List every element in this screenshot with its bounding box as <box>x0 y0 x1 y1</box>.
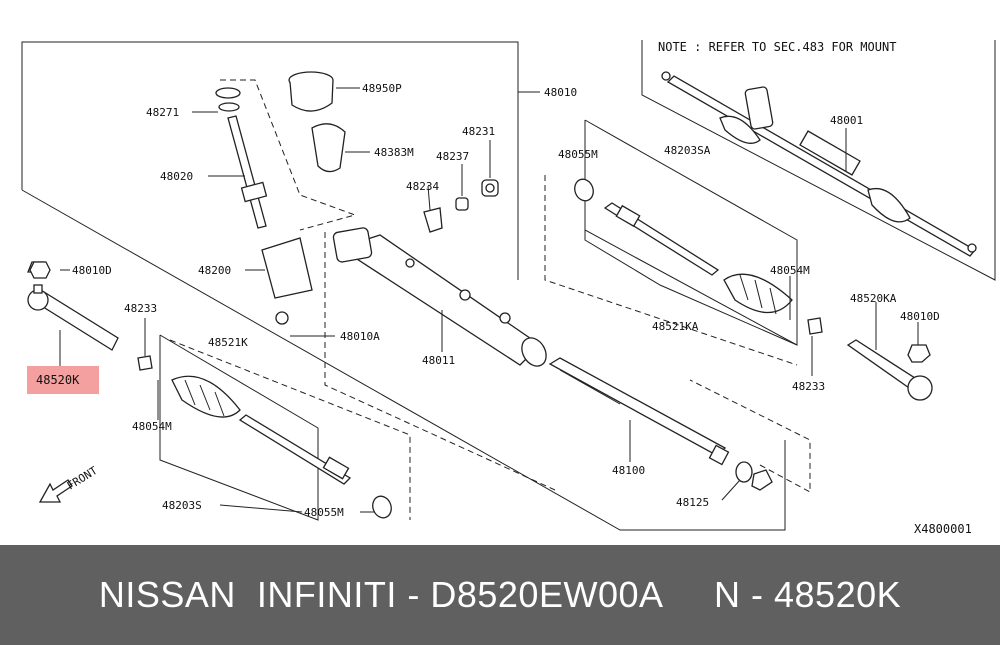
label-48521K: 48521K <box>208 336 248 349</box>
label-48011: 48011 <box>422 354 455 367</box>
washer-48125-a <box>735 461 753 483</box>
assembly-48001 <box>661 71 977 257</box>
dash-48011 <box>324 232 556 491</box>
seal-48950P <box>288 71 334 112</box>
pinion-48020 <box>215 87 268 229</box>
label-48203SA: 48203SA <box>664 144 711 157</box>
rack-housing-48011 <box>332 227 547 367</box>
label-48237: 48237 <box>436 150 469 163</box>
clamp-48055M-bottom <box>372 495 392 519</box>
nut-48010D-left <box>29 261 51 279</box>
part-48234 <box>423 207 443 233</box>
dash-48125 <box>689 379 811 493</box>
label-48010D-right: 48010D <box>900 310 940 323</box>
label-48100: 48100 <box>612 464 645 477</box>
label-48001: 48001 <box>830 114 863 127</box>
label-48233-left: 48233 <box>124 302 157 315</box>
label-48383M: 48383M <box>374 146 414 159</box>
part-number-text: NISSAN INFINITI - D8520EW00A N - 48520K <box>98 574 902 615</box>
label-48521KA: 48521KA <box>652 320 699 333</box>
highlight-48520K <box>27 366 99 394</box>
front-arrow-icon <box>38 479 73 503</box>
label-48231: 48231 <box>462 125 495 138</box>
kit-frame-48521K <box>159 334 319 521</box>
nut-48233-right <box>807 317 823 335</box>
label-48203S: 48203S <box>162 499 202 512</box>
kit-frame-48055M-dash <box>544 175 798 366</box>
label-48271: 48271 <box>146 106 179 119</box>
cover-48383M <box>311 123 346 173</box>
assembly-frame <box>641 40 996 281</box>
label-48010A: 48010A <box>340 330 380 343</box>
boot-48054M-right <box>723 273 793 315</box>
dash-48020 <box>220 79 357 231</box>
washer-48125-b <box>751 469 773 491</box>
label-48020: 48020 <box>160 170 193 183</box>
boot-48054M-left <box>171 375 241 418</box>
bracket-48200 <box>261 237 313 325</box>
label-48054M-left: 48054M <box>132 420 172 433</box>
label-48055M-bottom: 48055M <box>304 506 344 519</box>
label-48010: 48010 <box>544 86 577 99</box>
label-48055M-top: 48055M <box>558 148 598 161</box>
label-48010D-left: 48010D <box>72 264 112 277</box>
tie-rod-end-48520KA <box>846 339 933 401</box>
parts-diagram: FRONT NOTE : REFER TO SEC.483 FOR MOUNT … <box>21 40 996 536</box>
kit-frame-dash-lower <box>169 339 411 520</box>
nut-48233-left <box>137 355 153 371</box>
label-48520KA: 48520KA <box>850 292 897 305</box>
inner-rod-48521K <box>238 414 352 485</box>
kit-frame-48521KA <box>584 230 798 346</box>
main-frame <box>21 41 519 280</box>
label-48234: 48234 <box>406 180 439 193</box>
part-48237 <box>455 197 469 211</box>
label-48233-right: 48233 <box>792 380 825 393</box>
drawing-code: X4800001 <box>914 522 972 536</box>
inner-rod-48100 <box>548 357 730 466</box>
label-48125: 48125 <box>676 496 709 509</box>
leader-lines <box>59 87 919 513</box>
part-48231 <box>481 179 499 197</box>
note-text: NOTE : REFER TO SEC.483 FOR MOUNT <box>658 40 896 54</box>
main-frame-bottom <box>21 189 786 531</box>
label-48054M-right: 48054M <box>770 264 810 277</box>
front-label: FRONT <box>65 464 100 493</box>
label-48200: 48200 <box>198 264 231 277</box>
label-48520K: 48520K <box>36 373 80 387</box>
clamp-48055M-top <box>574 178 594 202</box>
label-48950P: 48950P <box>362 82 402 95</box>
part-number-banner: NISSAN INFINITI - D8520EW00A N - 48520K <box>0 545 1000 645</box>
inner-rod-48521KA <box>603 202 720 276</box>
